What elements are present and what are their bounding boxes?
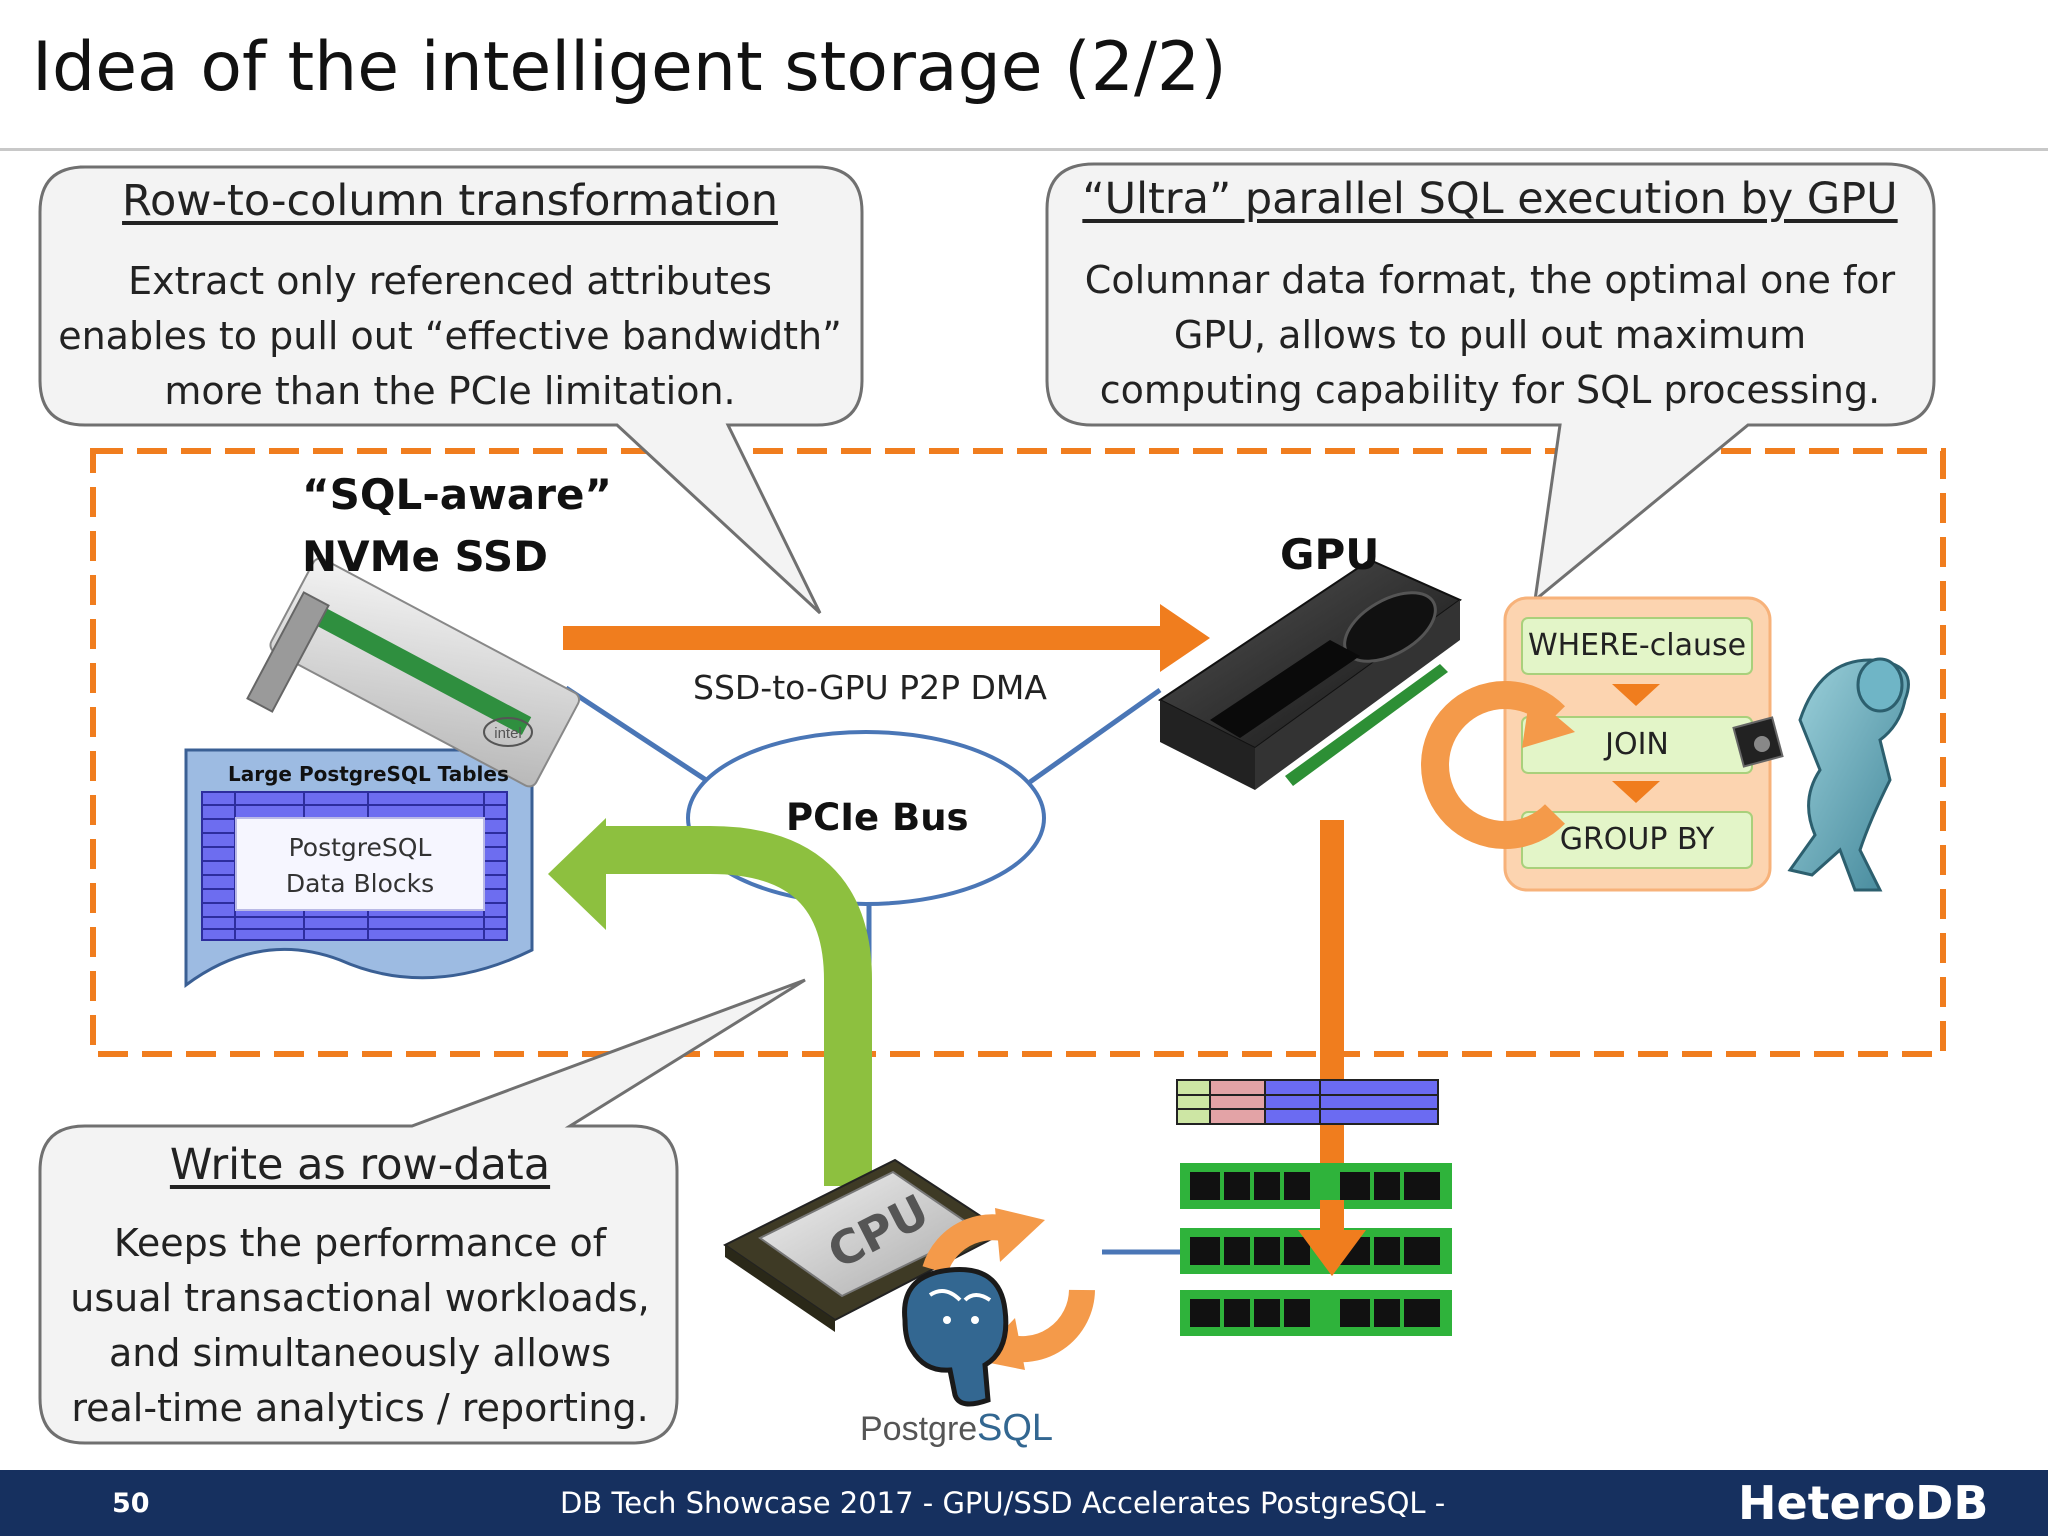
callout-write-row-line-1: Keeps the performance of (113, 1221, 607, 1265)
op-where-clause: WHERE-clause (1527, 628, 1747, 663)
footer-bar (0, 1470, 2048, 1536)
callout-ultra-parallel-line-3: computing capability for SQL processing. (1099, 368, 1881, 412)
callout-row-to-column-body: Extract only referenced attributes enabl… (50, 254, 850, 419)
ssd-label-line-2: NVMe SSD (302, 532, 549, 581)
page-number: 50 (112, 1488, 150, 1519)
data-blocks-line-1: PostgreSQL (288, 833, 432, 862)
callout-row-to-column-heading: Row-to-column transformation (122, 176, 778, 226)
gpu-label: GPU (1280, 530, 1380, 579)
columnar-data-strip (1176, 1079, 1439, 1125)
callout-write-row-body: Keeps the performance of usual transacti… (50, 1216, 670, 1436)
cpu-recycle-head-1 (995, 1208, 1045, 1262)
callout-ultra-parallel-heading: “Ultra” parallel SQL execution by GPU (1082, 174, 1898, 224)
gpu-to-memory-arrow-tip (1298, 1200, 1366, 1276)
data-blocks-line-2: Data Blocks (285, 869, 435, 898)
title-divider (0, 148, 2048, 151)
op-group-by: GROUP BY (1559, 822, 1715, 857)
callout-write-row-line-4: real-time analytics / reporting. (71, 1386, 649, 1430)
callout-row-to-column-line-3: more than the PCIe limitation. (164, 369, 736, 413)
footer-text: DB Tech Showcase 2017 - GPU/SSD Accelera… (560, 1486, 1446, 1520)
callout-write-row-heading: Write as row-data (169, 1140, 551, 1190)
callout-ultra-parallel-line-2: GPU, allows to pull out maximum (1173, 313, 1807, 357)
sql-ops-flow-arrows (1612, 684, 1660, 803)
intel-logo (483, 717, 533, 747)
postgresql-logo-text-1: Postgre (860, 1410, 977, 1448)
callout-row-to-column-line-2: enables to pull out “effective bandwidth… (58, 314, 842, 358)
write-back-arrow (548, 818, 872, 1186)
callout-write-row-line-3: and simultaneously allows (108, 1331, 611, 1375)
postgresql-logo: Postgre SQL (860, 1267, 1053, 1449)
page-title: Idea of the intelligent storage (2/2) (32, 28, 1227, 107)
callout-row-to-column-bubble (38, 165, 864, 615)
callout-row-to-column-line-1: Extract only referenced attributes (128, 259, 772, 303)
dma-label: SSD-to-GPU P2P DMA (693, 668, 1047, 707)
cpu-chip: CPU (723, 1158, 1007, 1332)
data-blocks-label: PostgreSQL Data Blocks (236, 830, 484, 902)
table-grid (201, 791, 508, 941)
table-title: Large PostgreSQL Tables (228, 762, 509, 786)
callout-ultra-parallel-body: Columnar data format, the optimal one fo… (1060, 253, 1920, 418)
nvme-ssd-card: intel (246, 557, 581, 788)
callout-write-row-bubble (38, 978, 806, 1445)
callout-ultra-parallel-line-1: Columnar data format, the optimal one fo… (1084, 258, 1896, 302)
intel-logo-text: intel (494, 725, 522, 742)
callout-ultra-parallel-bubble (1045, 162, 1936, 604)
heterodb-logo: HeteroDB (1738, 1476, 1989, 1530)
pcie-bus-label: PCIe Bus (786, 796, 969, 839)
op-join: JOIN (1605, 727, 1669, 762)
storage-boundary (90, 448, 1946, 1057)
memory-modules (1180, 1163, 1452, 1336)
gpu-to-memory-arrow (1298, 820, 1366, 1276)
ssd-label-line-1: “SQL-aware” (302, 470, 613, 519)
gpu-card (1158, 558, 1462, 790)
dma-arrow (563, 604, 1210, 672)
gpu-recycle-arrow (1421, 681, 1575, 849)
callout-write-row-line-2: usual transactional workloads, (70, 1276, 650, 1320)
postgresql-logo-text-2: SQL (977, 1407, 1053, 1449)
gpu-elephant-mascot (1732, 657, 1910, 892)
